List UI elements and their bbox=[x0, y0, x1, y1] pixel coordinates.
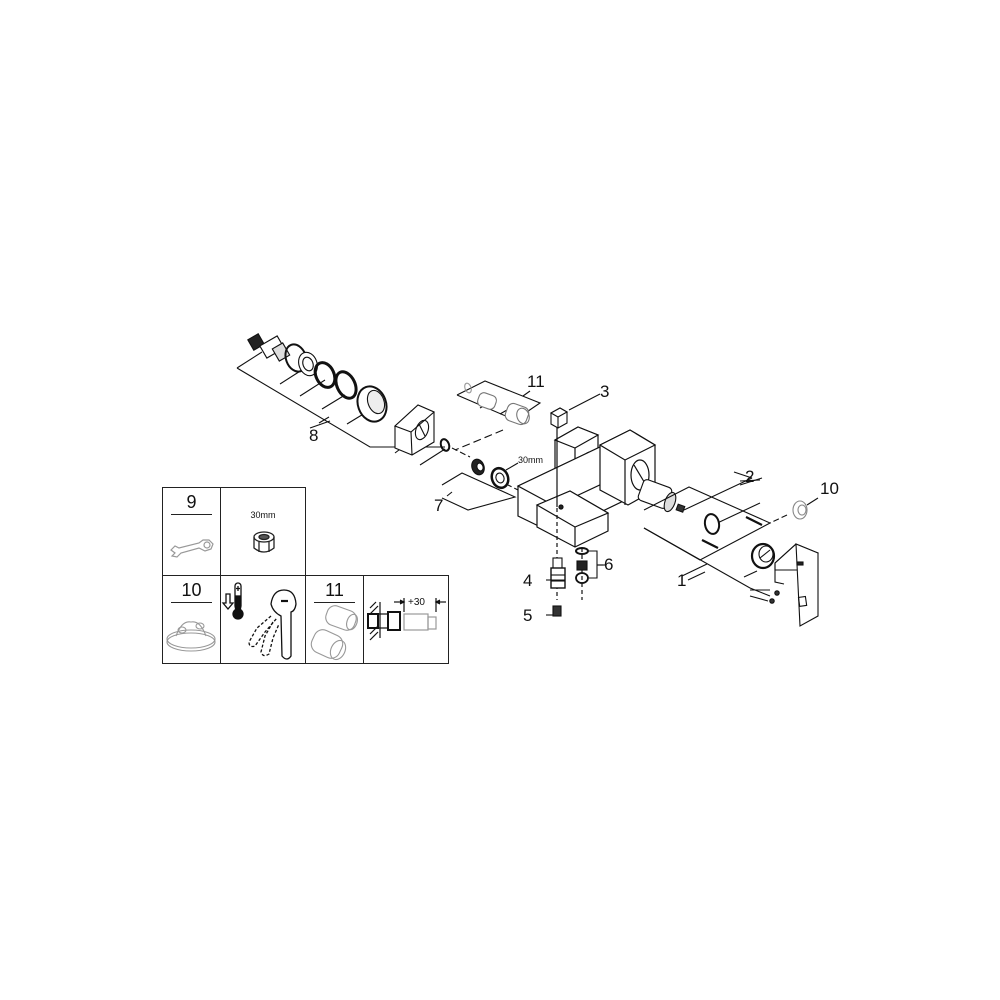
callout-5: 5 bbox=[523, 606, 533, 625]
wrench-icon bbox=[170, 539, 214, 558]
thermometer-lever-icon bbox=[221, 582, 297, 660]
part-group-7 bbox=[441, 458, 519, 511]
legend-cell-thermo bbox=[220, 575, 306, 664]
callout-8: 8 bbox=[309, 426, 319, 445]
callout-1: 1 bbox=[677, 571, 687, 590]
o-ring-icon bbox=[334, 370, 358, 400]
legend-rule bbox=[314, 602, 355, 603]
callout-4: 4 bbox=[523, 571, 533, 590]
square-rosette-icon bbox=[393, 404, 436, 456]
legend-cell-9: 9 bbox=[162, 487, 221, 576]
mixer-body bbox=[516, 425, 657, 600]
nut-size-caption: 30mm bbox=[250, 510, 276, 520]
legend-cell-10: 10 bbox=[162, 575, 221, 664]
callout-11: 11 bbox=[527, 372, 545, 391]
callout-leaders bbox=[318, 416, 761, 581]
washer-icon bbox=[439, 438, 451, 452]
part-group-1 bbox=[643, 527, 819, 627]
hex-nut-icon bbox=[253, 531, 275, 553]
part-10-limiter bbox=[769, 497, 819, 524]
callout-10: 10 bbox=[820, 479, 839, 498]
legend-number-11: 11 bbox=[325, 580, 344, 600]
legend-cell-nut: 30mm bbox=[220, 487, 306, 576]
extension-dim-caption: +30 bbox=[408, 597, 425, 608]
legend-number-9: 9 bbox=[186, 492, 197, 512]
dimension-30mm-label: 30mm bbox=[518, 455, 544, 465]
part-3-cap bbox=[549, 393, 601, 429]
part-5-nut bbox=[546, 605, 562, 617]
threaded-ring-icon bbox=[356, 385, 388, 423]
callout-6: 6 bbox=[604, 555, 614, 574]
callout-3: 3 bbox=[600, 382, 610, 401]
part-group-11 bbox=[454, 380, 542, 451]
bushing-icon bbox=[284, 343, 318, 377]
hex-nut-30mm-icon bbox=[490, 466, 510, 490]
extension-piece-icon bbox=[310, 605, 358, 661]
legend-rule bbox=[171, 514, 212, 515]
o-ring-icon bbox=[313, 361, 337, 389]
cartridge-icon bbox=[637, 479, 686, 513]
part-4-diverter bbox=[546, 557, 566, 589]
part-group-8 bbox=[236, 333, 471, 466]
wall-extension-dimension-icon bbox=[367, 598, 446, 641]
callout-7: 7 bbox=[434, 496, 444, 515]
temperature-limiter-cap-icon bbox=[166, 621, 216, 652]
legend-number-10: 10 bbox=[181, 580, 202, 600]
nut-small-icon bbox=[471, 458, 485, 476]
callout-2: 2 bbox=[745, 467, 755, 486]
legend-cell-extension-dim: +30 bbox=[363, 575, 449, 664]
legend-rule bbox=[171, 602, 212, 603]
legend-cell-11: 11 bbox=[305, 575, 364, 664]
